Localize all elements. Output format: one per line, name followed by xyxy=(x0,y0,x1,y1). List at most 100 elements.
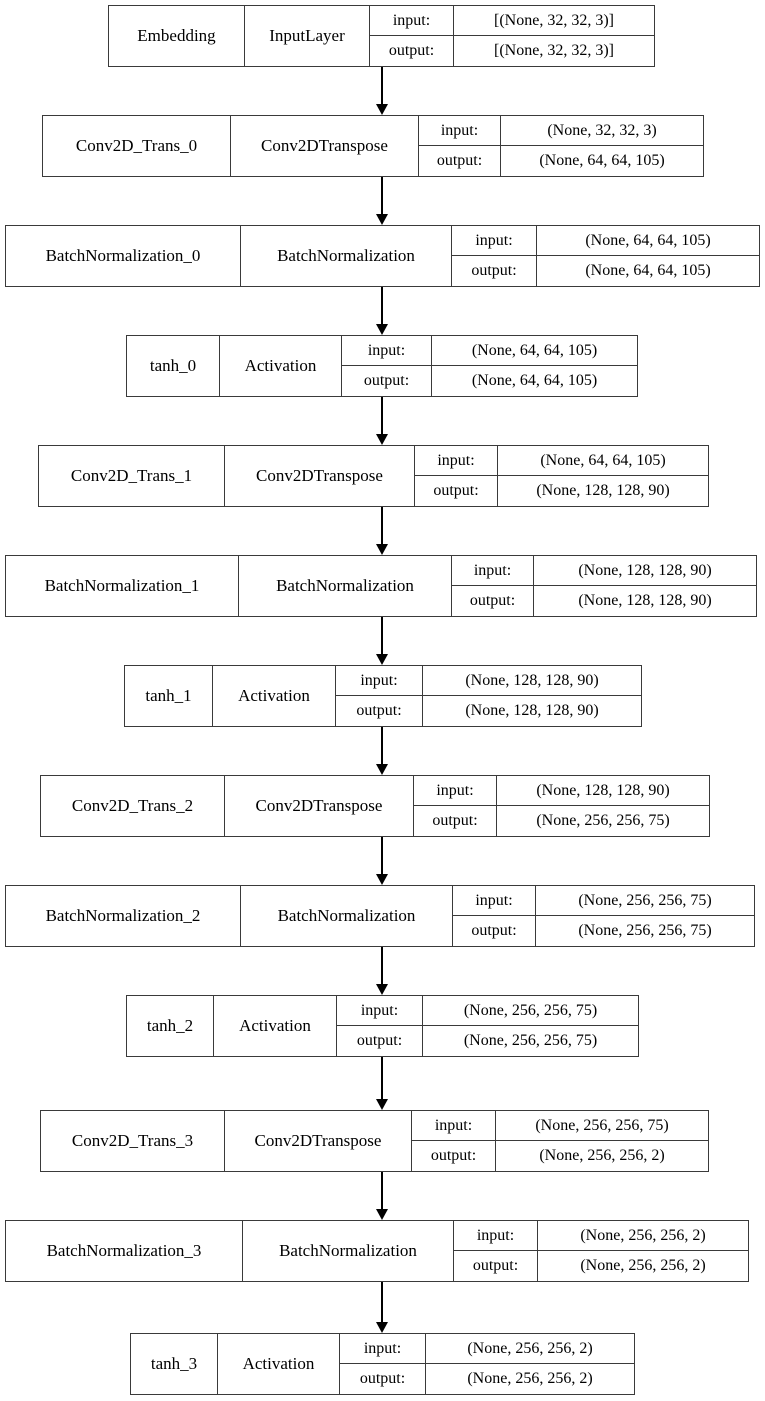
arrow-shaft xyxy=(381,617,383,655)
input-label: input: xyxy=(370,6,454,35)
edge-arrow-tanh_0-to-conv2d_trans_1 xyxy=(375,397,389,445)
output-shape-value: (None, 64, 64, 105) xyxy=(471,372,598,389)
layer-output-row-batchnormalization_0: output:(None, 64, 64, 105) xyxy=(452,256,759,286)
layer-type-batchnormalization_1: BatchNormalization xyxy=(239,556,452,616)
output-label: output: xyxy=(336,696,423,726)
arrow-shaft xyxy=(381,67,383,105)
layer-type-batchnormalization_2: BatchNormalization xyxy=(241,886,453,946)
arrow-shaft xyxy=(381,397,383,435)
layer-input-row-conv2d_trans_1: input: (None, 64, 64, 105) xyxy=(415,446,708,476)
input-shape-value: (None, 128, 128, 90) xyxy=(578,561,712,579)
arrow-head-icon xyxy=(376,874,388,885)
output-shape-value: (None, 256, 256, 2) xyxy=(467,1370,593,1387)
arrow-head-icon xyxy=(376,104,388,115)
edge-arrow-batchnormalization_3-to-tanh_3 xyxy=(375,1282,389,1333)
layer-io-tanh_1: input: (None, 128, 128, 90) output: (None, … xyxy=(336,666,641,726)
arrow-head-icon xyxy=(376,654,388,665)
layer-name-embedding: Embedding xyxy=(109,6,245,66)
layer-output-row-conv2d_trans_2: output:(None, 256, 256, 75) xyxy=(414,806,709,836)
input-shape-value: (None, 128, 128, 90) xyxy=(536,781,670,799)
input-shape-value: (None, 256, 256, 2) xyxy=(580,1226,706,1244)
layer-input-row-batchnormalization_3: input: (None, 256, 256, 2) xyxy=(454,1221,748,1251)
layer-output-row-embedding: output:[(None, 32, 32, 3)] xyxy=(370,36,654,66)
layer-io-conv2d_trans_0: input: (None, 32, 32, 3) output: (None, 64,… xyxy=(419,116,703,176)
input-label: input: xyxy=(452,556,534,585)
edge-arrow-batchnormalization_2-to-tanh_2 xyxy=(375,947,389,995)
layer-io-batchnormalization_2: input: (None, 256, 256, 75) output: (None, … xyxy=(453,886,754,946)
layer-type-batchnormalization_3: BatchNormalization xyxy=(243,1221,454,1281)
output-shape-value: (None, 256, 256, 75) xyxy=(578,922,712,939)
input-shape-value: (None, 64, 64, 105) xyxy=(471,341,598,359)
input-label: input: xyxy=(453,886,536,915)
layer-output-row-batchnormalization_3: output:(None, 256, 256, 2) xyxy=(454,1251,748,1281)
input-label: input: xyxy=(337,996,423,1025)
edge-arrow-batchnormalization_0-to-tanh_0 xyxy=(375,287,389,335)
edge-arrow-batchnormalization_1-to-tanh_1 xyxy=(375,617,389,665)
input-shape-value: (None, 32, 32, 3) xyxy=(547,121,657,139)
layer-name-batchnormalization_3: BatchNormalization_3 xyxy=(6,1221,243,1281)
input-shape-value: [(None, 32, 32, 3)] xyxy=(494,11,614,29)
arrow-head-icon xyxy=(376,324,388,335)
layer-name-tanh_2: tanh_2 xyxy=(127,996,214,1056)
arrow-head-icon xyxy=(376,1099,388,1110)
layer-input-row-tanh_3: input:(None, 256, 256, 2) xyxy=(340,1334,634,1364)
edge-arrow-embedding-to-conv2d_trans_0 xyxy=(375,67,389,115)
layer-output-row-tanh_3: output:(None, 256, 256, 2) xyxy=(340,1364,634,1394)
layer-type-conv2d_trans_1: Conv2DTranspose xyxy=(225,446,415,506)
layer-name-batchnormalization_0: BatchNormalization_0 xyxy=(6,226,241,286)
input-shape-value: (None, 64, 64, 105) xyxy=(540,451,666,469)
layer-output-row-conv2d_trans_0: output: (None, 64, 64, 105) xyxy=(419,146,703,176)
input-label: input: xyxy=(454,1221,538,1250)
layer-io-embedding: input: [(None, 32, 32, 3)] output:[(None, … xyxy=(370,6,654,66)
output-shape-value: (None, 128, 128, 90) xyxy=(465,702,599,719)
arrow-shaft xyxy=(381,947,383,985)
arrow-head-icon xyxy=(376,1209,388,1220)
layer-input-row-embedding: input: [(None, 32, 32, 3)] xyxy=(370,6,654,36)
edge-arrow-conv2d_trans_2-to-batchnormalization_2 xyxy=(375,837,389,885)
input-label: input: xyxy=(415,446,498,475)
layer-output-row-batchnormalization_1: output:(None, 128, 128, 90) xyxy=(452,586,756,616)
input-label: input: xyxy=(412,1111,496,1140)
layer-io-batchnormalization_1: input: (None, 128, 128, 90) output:(None, … xyxy=(452,556,756,616)
layer-output-row-conv2d_trans_3: output:(None, 256, 256, 2) xyxy=(412,1141,708,1171)
layer-name-tanh_3: tanh_3 xyxy=(131,1334,218,1394)
layer-io-conv2d_trans_2: input: (None, 128, 128, 90) output:(None, … xyxy=(414,776,709,836)
output-label: output: xyxy=(453,916,536,946)
edge-arrow-conv2d_trans_1-to-batchnormalization_1 xyxy=(375,507,389,555)
input-label: input: xyxy=(452,226,537,255)
arrow-head-icon xyxy=(376,764,388,775)
arrow-head-icon xyxy=(376,214,388,225)
input-shape-value: (None, 256, 256, 2) xyxy=(467,1339,593,1357)
layer-name-conv2d_trans_3: Conv2D_Trans_3 xyxy=(41,1111,225,1171)
input-shape-value: (None, 256, 256, 75) xyxy=(463,1001,598,1019)
input-label: input: xyxy=(336,666,423,695)
input-label: input: xyxy=(419,116,501,145)
arrow-shaft xyxy=(381,1172,383,1210)
layer-output-row-batchnormalization_2: output: (None, 256, 256, 75) xyxy=(453,916,754,946)
layer-io-tanh_0: input:(None, 64, 64, 105)output:(None, 6… xyxy=(342,336,637,396)
output-label: output: xyxy=(419,146,501,176)
layer-input-row-tanh_2: input: (None, 256, 256, 75) xyxy=(337,996,638,1026)
layer-type-tanh_2: Activation xyxy=(214,996,337,1056)
edge-arrow-tanh_2-to-conv2d_trans_3 xyxy=(375,1057,389,1110)
layer-name-tanh_1: tanh_1 xyxy=(125,666,213,726)
edge-arrow-conv2d_trans_3-to-batchnormalization_3 xyxy=(375,1172,389,1220)
arrow-head-icon xyxy=(376,1322,388,1333)
input-shape-value: (None, 64, 64, 105) xyxy=(585,231,711,249)
layer-name-conv2d_trans_1: Conv2D_Trans_1 xyxy=(39,446,225,506)
layer-io-tanh_3: input:(None, 256, 256, 2)output:(None, 2… xyxy=(340,1334,634,1394)
input-shape-value: (None, 256, 256, 75) xyxy=(578,891,712,909)
input-label: input: xyxy=(414,776,497,805)
edge-arrow-conv2d_trans_0-to-batchnormalization_0 xyxy=(375,177,389,225)
output-label: output: xyxy=(337,1026,423,1056)
layer-input-row-batchnormalization_1: input: (None, 128, 128, 90) xyxy=(452,556,756,586)
arrow-head-icon xyxy=(376,984,388,995)
output-shape-value: (None, 64, 64, 105) xyxy=(539,152,665,169)
input-shape-value: (None, 128, 128, 90) xyxy=(465,671,599,689)
